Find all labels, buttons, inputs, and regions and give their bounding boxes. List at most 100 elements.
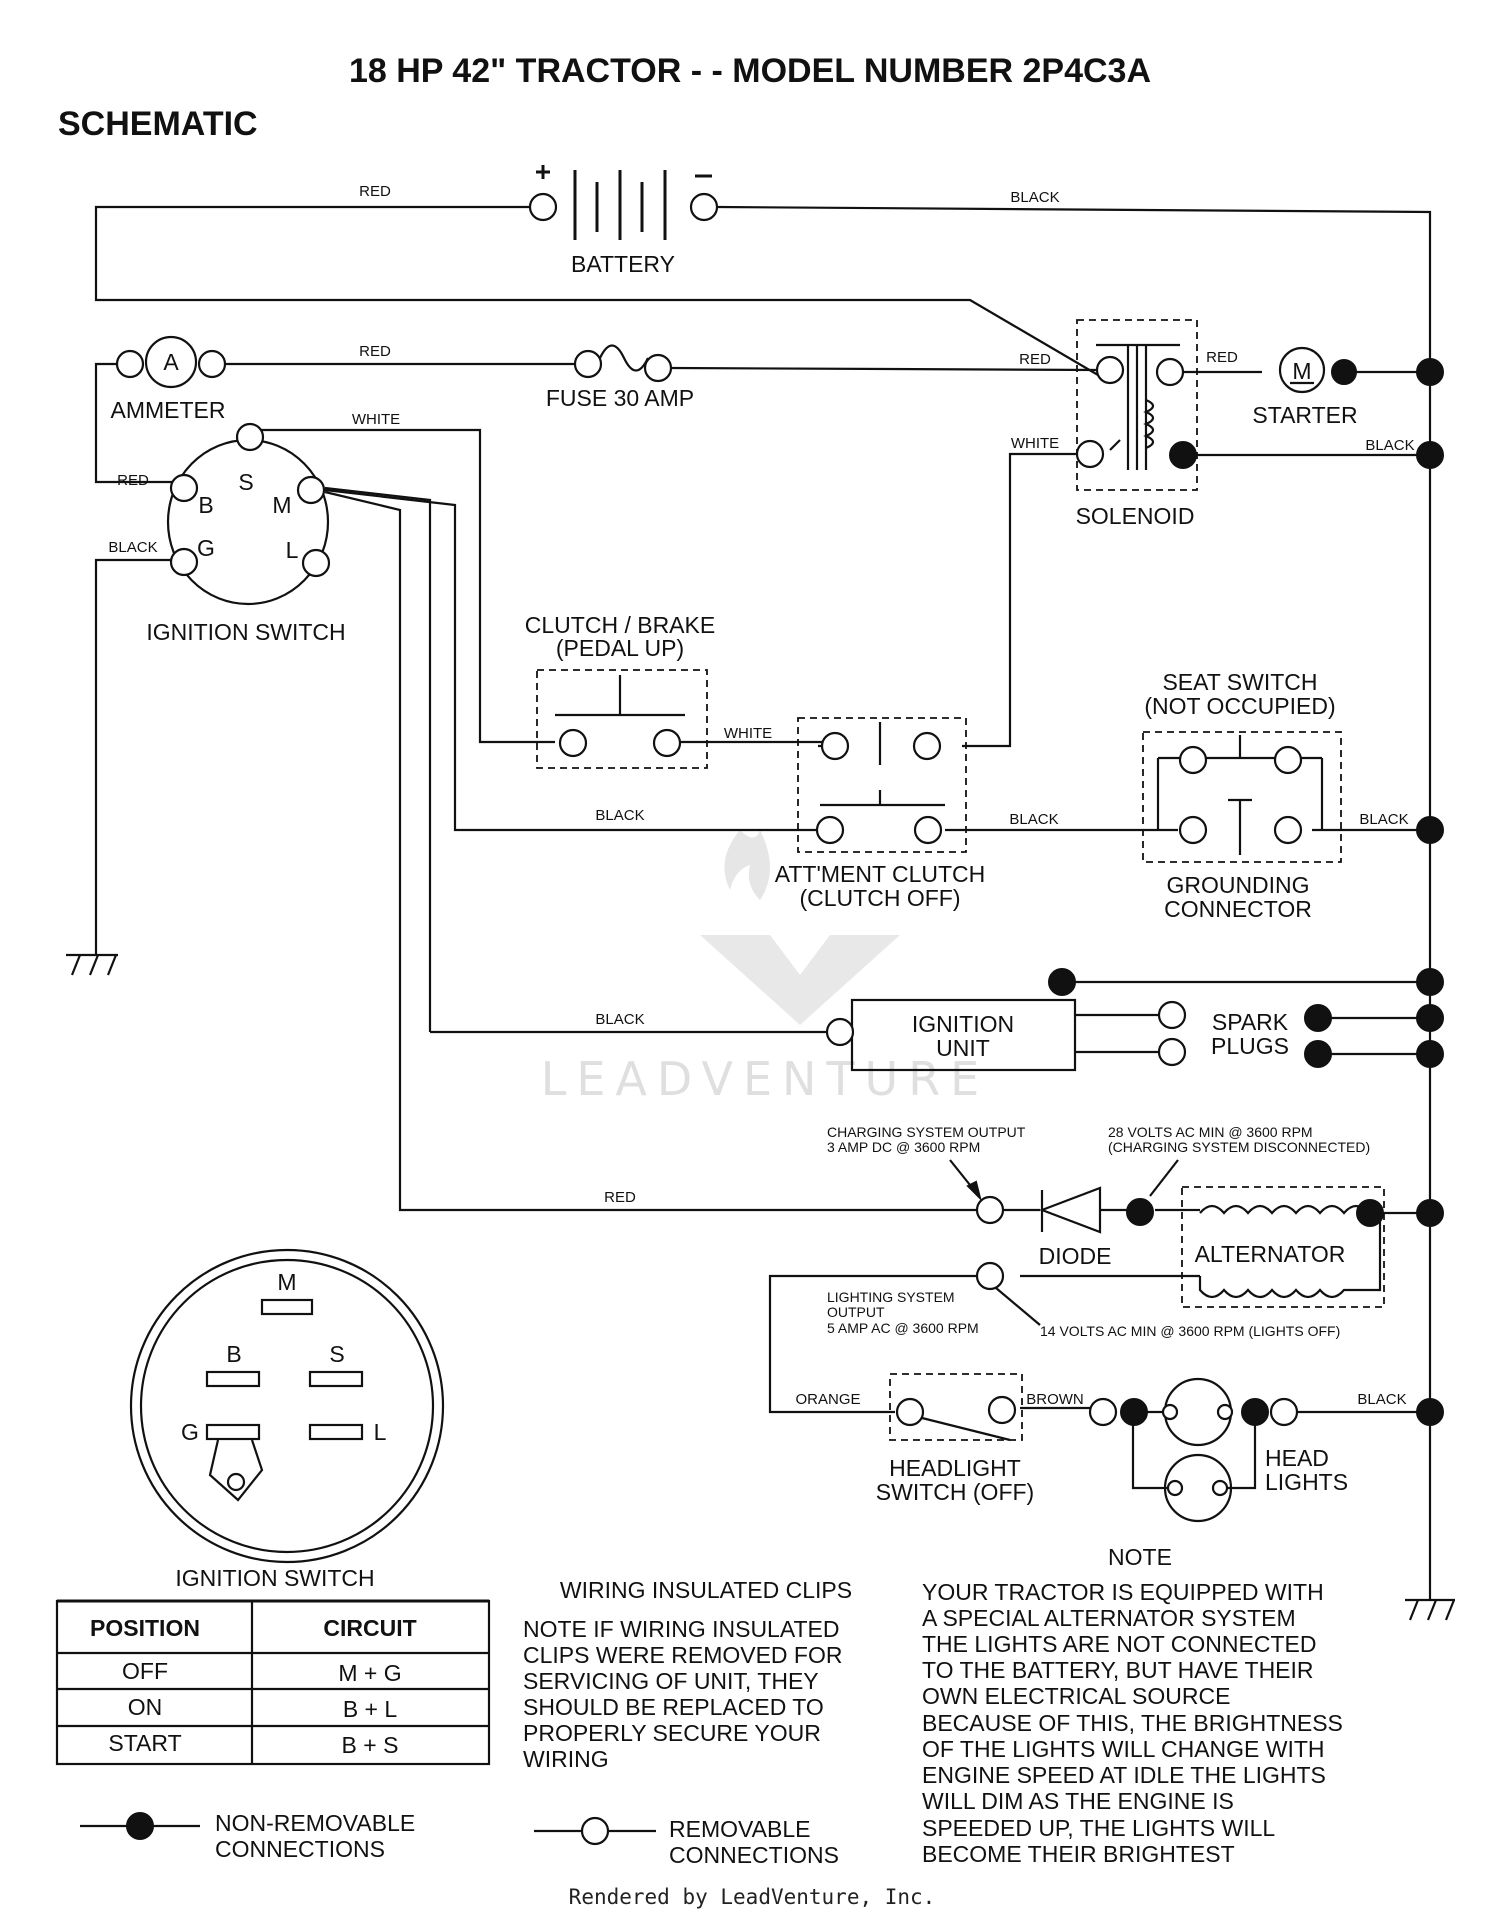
wire-label-red: RED	[359, 343, 391, 360]
page-title: 18 HP 42" TRACTOR - - MODEL NUMBER 2P4C3…	[349, 52, 1151, 90]
wire-label-white: WHITE	[724, 725, 772, 742]
terminal-g	[169, 547, 199, 577]
spark-plugs-sublabel: PLUGS	[1211, 1033, 1289, 1059]
table-cell: M + G	[338, 1660, 401, 1686]
terminal-m	[296, 475, 326, 505]
ignition-switch-label: IGNITION SWITCH	[146, 619, 345, 645]
tractor-note-title: NOTE	[1108, 1544, 1172, 1570]
table-cell: B + L	[343, 1696, 398, 1722]
legend-non-removable: NON-REMOVABLE	[215, 1810, 415, 1836]
table-cell: OFF	[122, 1658, 168, 1684]
legend-non-removable-2: CONNECTIONS	[215, 1836, 385, 1862]
terminal-s	[235, 422, 265, 452]
ignition-switch: S B M G L IGNITION SWITCH WHITE RED BLAC…	[108, 411, 400, 645]
wire-label-black: BLACK	[595, 1011, 644, 1028]
clips-note-line: SERVICING OF UNIT, THEY	[523, 1668, 819, 1694]
headlight-switch-sublabel: SWITCH (OFF)	[876, 1479, 1034, 1505]
lighting-output-note: LIGHTING SYSTEM	[827, 1289, 955, 1305]
starter-label: STARTER	[1252, 402, 1357, 428]
clips-note-line: SHOULD BE REPLACED TO	[523, 1694, 824, 1720]
legend: NON-REMOVABLE CONNECTIONS REMOVABLE CONN…	[80, 1810, 839, 1868]
wiring-clips-note: WIRING INSULATED CLIPS NOTE IF WIRING IN…	[523, 1577, 852, 1772]
lighting-output-note-2: OUTPUT	[827, 1304, 885, 1320]
starter: M STARTER RED	[1206, 346, 1358, 428]
starter-symbol: M	[1292, 358, 1311, 384]
table-cell: ON	[128, 1694, 163, 1720]
solenoid-label: SOLENOID	[1076, 503, 1195, 529]
grounding-connector-sublabel: CONNECTOR	[1164, 896, 1312, 922]
wire-label-black: BLACK	[1009, 811, 1058, 828]
headlight-switch: ORANGE BROWN HEADLIGHT SWITCH (OFF)	[795, 1373, 1084, 1505]
volts28-note: 28 VOLTS AC MIN @ 3600 RPM	[1108, 1124, 1313, 1140]
watermark-text: LEADVENTURE	[541, 1052, 990, 1106]
attachment-clutch-sublabel: (CLUTCH OFF)	[800, 885, 961, 911]
charging-system: DIODE RED CHARGING SYSTEM OUTPUT 3 AMP D…	[604, 1124, 1370, 1269]
diode-label: DIODE	[1039, 1243, 1112, 1269]
schematic-heading: SCHEMATIC	[58, 105, 258, 143]
ground-bus-connections	[1416, 358, 1444, 1426]
wire-label-red: RED	[1019, 351, 1051, 368]
wire-label-red: RED	[359, 183, 391, 200]
tractor-note-line: YOUR TRACTOR IS EQUIPPED WITH	[922, 1579, 1324, 1605]
charging-output-note: CHARGING SYSTEM OUTPUT	[827, 1124, 1026, 1140]
plug-label-g: G	[181, 1419, 199, 1445]
fuse-label: FUSE 30 AMP	[546, 385, 694, 411]
clips-note-title: WIRING INSULATED CLIPS	[560, 1577, 852, 1603]
terminal-l	[301, 548, 331, 578]
plug-pin-b	[205, 1370, 261, 1388]
legend-removable: REMOVABLE	[669, 1816, 810, 1842]
plug-pin-l	[308, 1423, 364, 1441]
terminal-b-label: B	[198, 492, 213, 518]
clutch-brake-switch: CLUTCH / BRAKE (PEDAL UP) WHITE	[525, 612, 772, 769]
volts14-note: 14 VOLTS AC MIN @ 3600 RPM (LIGHTS OFF)	[1040, 1323, 1340, 1339]
plug-pin-g	[205, 1423, 261, 1441]
wire-label-orange: ORANGE	[795, 1391, 860, 1408]
seat-switch-sublabel: (NOT OCCUPIED)	[1144, 693, 1335, 719]
battery: BATTERY RED BLACK	[359, 165, 1060, 277]
terminal-s-label: S	[238, 469, 253, 495]
alternator: ALTERNATOR	[1181, 1186, 1385, 1308]
tractor-note-line: BECAUSE OF THIS, THE BRIGHTNESS	[922, 1710, 1343, 1736]
ammeter-label: AMMETER	[111, 397, 226, 423]
tractor-note-line: BECOME THEIR BRIGHTEST	[922, 1841, 1235, 1867]
grounding-connector-label: GROUNDING	[1166, 872, 1309, 898]
ignition-switch-plug: M B S G L IGNITION SWITCH	[129, 1248, 445, 1591]
clips-note-line: NOTE IF WIRING INSULATED	[523, 1616, 839, 1642]
wire-label-black: BLACK	[1359, 811, 1408, 828]
lighting-output-rating: 5 AMP AC @ 3600 RPM	[827, 1320, 979, 1336]
position-table: POSITION CIRCUIT OFF M + G ON B + L STAR…	[55, 1599, 491, 1766]
lighting-output: LIGHTING SYSTEM OUTPUT 5 AMP AC @ 3600 R…	[827, 1261, 1340, 1339]
wire-label-red: RED	[117, 472, 149, 489]
ammeter-symbol: A	[163, 349, 179, 375]
clips-note-line: PROPERLY SECURE YOUR	[523, 1720, 821, 1746]
ignition-unit-sublabel: UNIT	[936, 1035, 990, 1061]
tractor-note-line: ENGINE SPEED AT IDLE THE LIGHTS	[922, 1762, 1326, 1788]
attachment-clutch-switch: ATT'MENT CLUTCH (CLUTCH OFF) BLACK BLACK	[595, 717, 1059, 911]
tractor-note-line: A SPECIAL ALTERNATOR SYSTEM	[922, 1605, 1296, 1631]
tractor-note-line: THE LIGHTS ARE NOT CONNECTED	[922, 1631, 1316, 1657]
tractor-note-line: OWN ELECTRICAL SOURCE	[922, 1683, 1230, 1709]
attachment-clutch-label: ATT'MENT CLUTCH	[775, 861, 986, 887]
wires	[94, 205, 1432, 1580]
wire-label-white: WHITE	[352, 411, 400, 428]
wire-label-black: BLACK	[1010, 189, 1059, 206]
plug-pin-m	[260, 1298, 314, 1316]
ground-symbol-left	[66, 953, 118, 976]
terminal-m-label: M	[272, 492, 291, 518]
wire-label-red: RED	[604, 1189, 636, 1206]
seat-switch-label: SEAT SWITCH	[1162, 669, 1317, 695]
headlight-switch-label: HEADLIGHT	[889, 1455, 1021, 1481]
battery-label: BATTERY	[571, 251, 675, 277]
volts28-subnote: (CHARGING SYSTEM DISCONNECTED)	[1108, 1139, 1370, 1155]
tractor-note: NOTE YOUR TRACTOR IS EQUIPPED WITH A SPE…	[922, 1544, 1343, 1867]
plug-title: IGNITION SWITCH	[175, 1565, 374, 1591]
solenoid: SOLENOID RED WHITE BLACK	[1011, 319, 1415, 529]
tractor-note-line: WILL DIM AS THE ENGINE IS	[922, 1788, 1234, 1814]
table-header-circuit: CIRCUIT	[323, 1615, 416, 1641]
terminal-l-label: L	[286, 537, 299, 563]
head-lights: HEAD LIGHTS BLACK	[1088, 1377, 1407, 1523]
clips-note-line: WIRING	[523, 1746, 609, 1772]
wire-label-brown: BROWN	[1026, 1391, 1084, 1408]
